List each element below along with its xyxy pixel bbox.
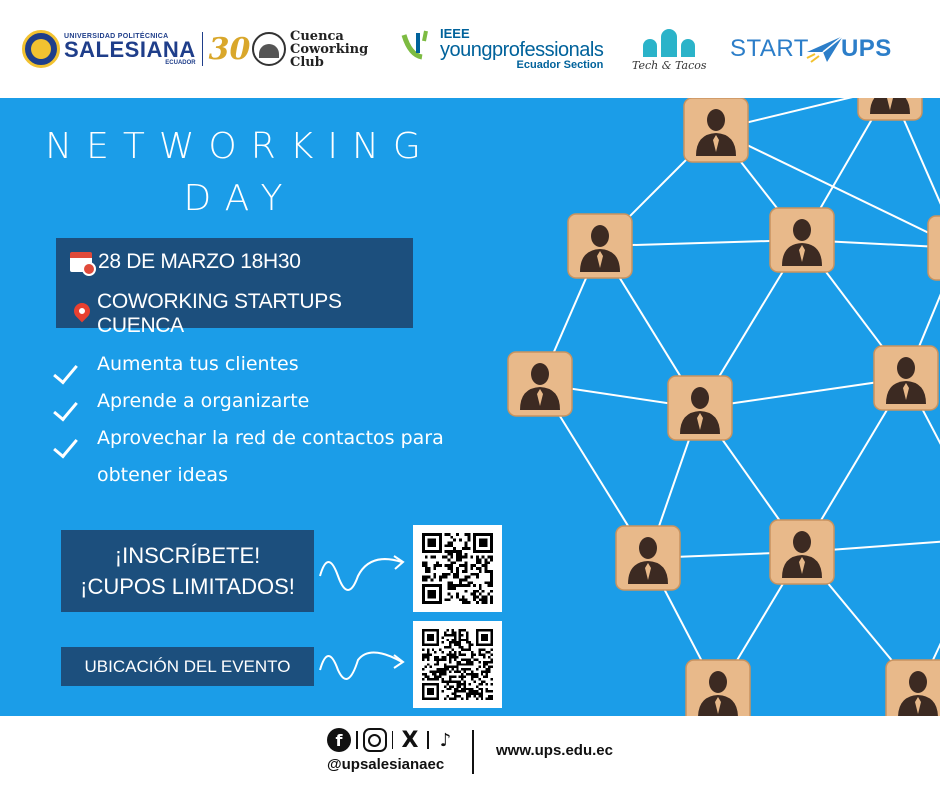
- person-tile-icon: [615, 525, 681, 591]
- tech-tacos-logo: Tech & Tacos: [632, 0, 707, 98]
- network-link: [715, 129, 940, 240]
- cc-line1: Cuenca: [290, 28, 344, 44]
- person-tile-icon: [885, 659, 940, 716]
- instagram-icon[interactable]: [362, 728, 387, 752]
- network-link: [599, 239, 803, 247]
- ieee-yp-logo: IEEE youngprofessionals Ecuador Section: [400, 0, 604, 98]
- ieee-line2: youngprofessionals: [440, 39, 604, 61]
- church-icon: [252, 32, 286, 66]
- website-link[interactable]: www.ups.edu.ec: [496, 742, 613, 759]
- person-tile-icon: [507, 351, 573, 417]
- ups-shield-icon: [22, 30, 60, 68]
- person-tile-icon: [667, 375, 733, 441]
- location-qr-code[interactable]: [413, 621, 502, 708]
- register-qr-code[interactable]: [413, 525, 502, 612]
- ieee-line1: IEEE: [440, 26, 470, 41]
- tiktok-icon[interactable]: ♪: [439, 729, 452, 751]
- event-date: 28 DE MARZO 18H30: [98, 250, 301, 273]
- location-button[interactable]: UBICACIÓN DEL EVENTO: [61, 647, 314, 686]
- squiggle-arrow-icon: [319, 555, 405, 591]
- event-place: COWORKING STARTUPS CUENCA: [97, 290, 342, 337]
- ups-divider: [201, 32, 203, 66]
- location-label: UBICACIÓN DEL EVENTO: [84, 657, 291, 676]
- register-line2: ¡CUPOS LIMITADOS!: [80, 574, 295, 599]
- person-tile-icon: [683, 98, 749, 163]
- person-tile-icon: [857, 98, 923, 121]
- cuenca-coworking-logo: Cuenca Coworking Club: [252, 0, 368, 98]
- paper-plane-icon: [806, 35, 844, 63]
- logo-header: UNIVERSIDAD POLITÉCNICA SALESIANA ECUADO…: [0, 0, 940, 98]
- ieee-line3: Ecuador Section: [516, 59, 604, 71]
- cc-line3: Club: [290, 54, 324, 70]
- ups-top-text: UNIVERSIDAD POLITÉCNICA: [64, 32, 169, 40]
- startups-logo: START UPS: [730, 0, 892, 98]
- x-icon[interactable]: X: [401, 727, 419, 753]
- ups-logo: UNIVERSIDAD POLITÉCNICA SALESIANA ECUADO…: [22, 0, 250, 98]
- location-pin-icon: [70, 299, 94, 325]
- ups-anniversary: 30: [208, 31, 251, 67]
- cc-line2: Coworking: [290, 41, 369, 57]
- ups-name: SALESIANA: [64, 36, 196, 62]
- social-links: f X ♪: [327, 727, 458, 753]
- cathedral-icon: [639, 27, 699, 57]
- person-tile-icon: [769, 207, 835, 273]
- facebook-icon[interactable]: f: [327, 728, 351, 752]
- benefit-text: Aprende a organizarte: [97, 390, 310, 412]
- title-line1: NETWORKING: [45, 126, 435, 167]
- person-tile-icon: [567, 213, 633, 279]
- title-line2: DAY: [183, 178, 297, 219]
- person-tile-icon: [769, 519, 835, 585]
- person-tile-icon: [873, 345, 939, 411]
- tech-tacos-name: Tech & Tacos: [632, 58, 707, 72]
- ieee-mark-icon: [400, 27, 436, 71]
- network-illustration: [507, 98, 940, 716]
- event-panel: NETWORKING DAY 28 DE MARZO 18H30 COWORKI…: [0, 98, 940, 716]
- benefit-text: Aumenta tus clientes: [97, 353, 299, 375]
- check-icon: [56, 428, 80, 452]
- event-info-box: 28 DE MARZO 18H30 COWORKING STARTUPS CUE…: [56, 238, 413, 337]
- startups-part2: UPS: [840, 35, 892, 62]
- person-tile-icon: [685, 659, 751, 716]
- check-icon: [56, 391, 80, 415]
- register-button[interactable]: ¡INSCRÍBETE! ¡CUPOS LIMITADOS!: [61, 530, 314, 612]
- footer: f X ♪ @upsalesianaec www.ups.edu.ec: [0, 716, 940, 788]
- benefit-item: Aprovechar la red de contactos para obte…: [52, 420, 512, 494]
- squiggle-arrow-icon: [319, 651, 405, 680]
- benefit-item: Aprende a organizarte: [52, 383, 512, 420]
- calendar-icon: [70, 252, 96, 276]
- benefits-list: Aumenta tus clientes Aprende a organizar…: [52, 346, 512, 494]
- register-line1: ¡INSCRÍBETE!: [114, 543, 261, 568]
- check-icon: [56, 354, 80, 378]
- ups-country: ECUADOR: [165, 59, 196, 66]
- social-handle[interactable]: @upsalesianaec: [327, 756, 445, 773]
- person-tile-icon: [927, 215, 940, 281]
- benefit-text: Aprovechar la red de contactos para obte…: [97, 427, 444, 486]
- benefit-item: Aumenta tus clientes: [52, 346, 512, 383]
- startups-part1: START: [730, 35, 809, 62]
- footer-divider: [472, 730, 474, 774]
- network-link: [699, 377, 907, 409]
